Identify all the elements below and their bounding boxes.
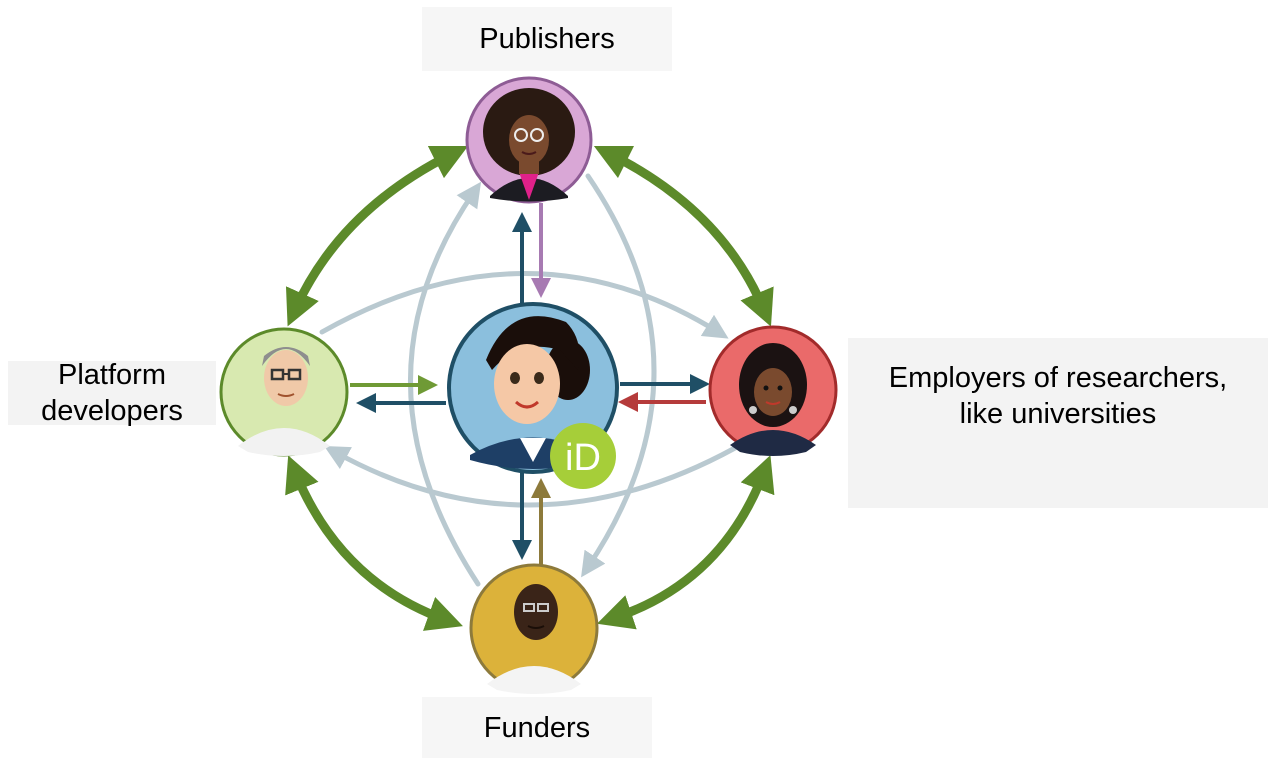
label-funders: Funders — [422, 697, 652, 758]
platform-text-line1: Platform — [58, 359, 166, 391]
publisher-avatar — [465, 76, 593, 204]
platform-developer-avatar — [219, 327, 349, 457]
green-arrow-employers-funders — [596, 455, 775, 630]
funder-avatar — [469, 563, 599, 694]
employers-text-line2: like universities — [959, 398, 1157, 430]
green-arrow-platform-funders — [285, 455, 463, 631]
center-arrows — [350, 203, 710, 566]
orcid-icon: iD — [550, 423, 616, 489]
publishers-text: Publishers — [479, 23, 615, 55]
label-platform-developers: Platform developers — [8, 359, 216, 427]
green-arrow-publishers-platform — [285, 145, 469, 327]
label-employers: Employers of researchers, like universit… — [848, 338, 1268, 508]
green-double-arrows — [285, 145, 775, 631]
employer-avatar — [708, 325, 838, 456]
employers-text-line1: Employers of researchers, — [888, 362, 1228, 394]
funders-text: Funders — [483, 711, 591, 744]
green-arrow-publishers-employers — [593, 145, 774, 327]
platform-text-line2: developers — [41, 395, 183, 427]
label-publishers: Publishers — [422, 7, 672, 71]
orcid-badge-text: iD — [565, 437, 601, 479]
